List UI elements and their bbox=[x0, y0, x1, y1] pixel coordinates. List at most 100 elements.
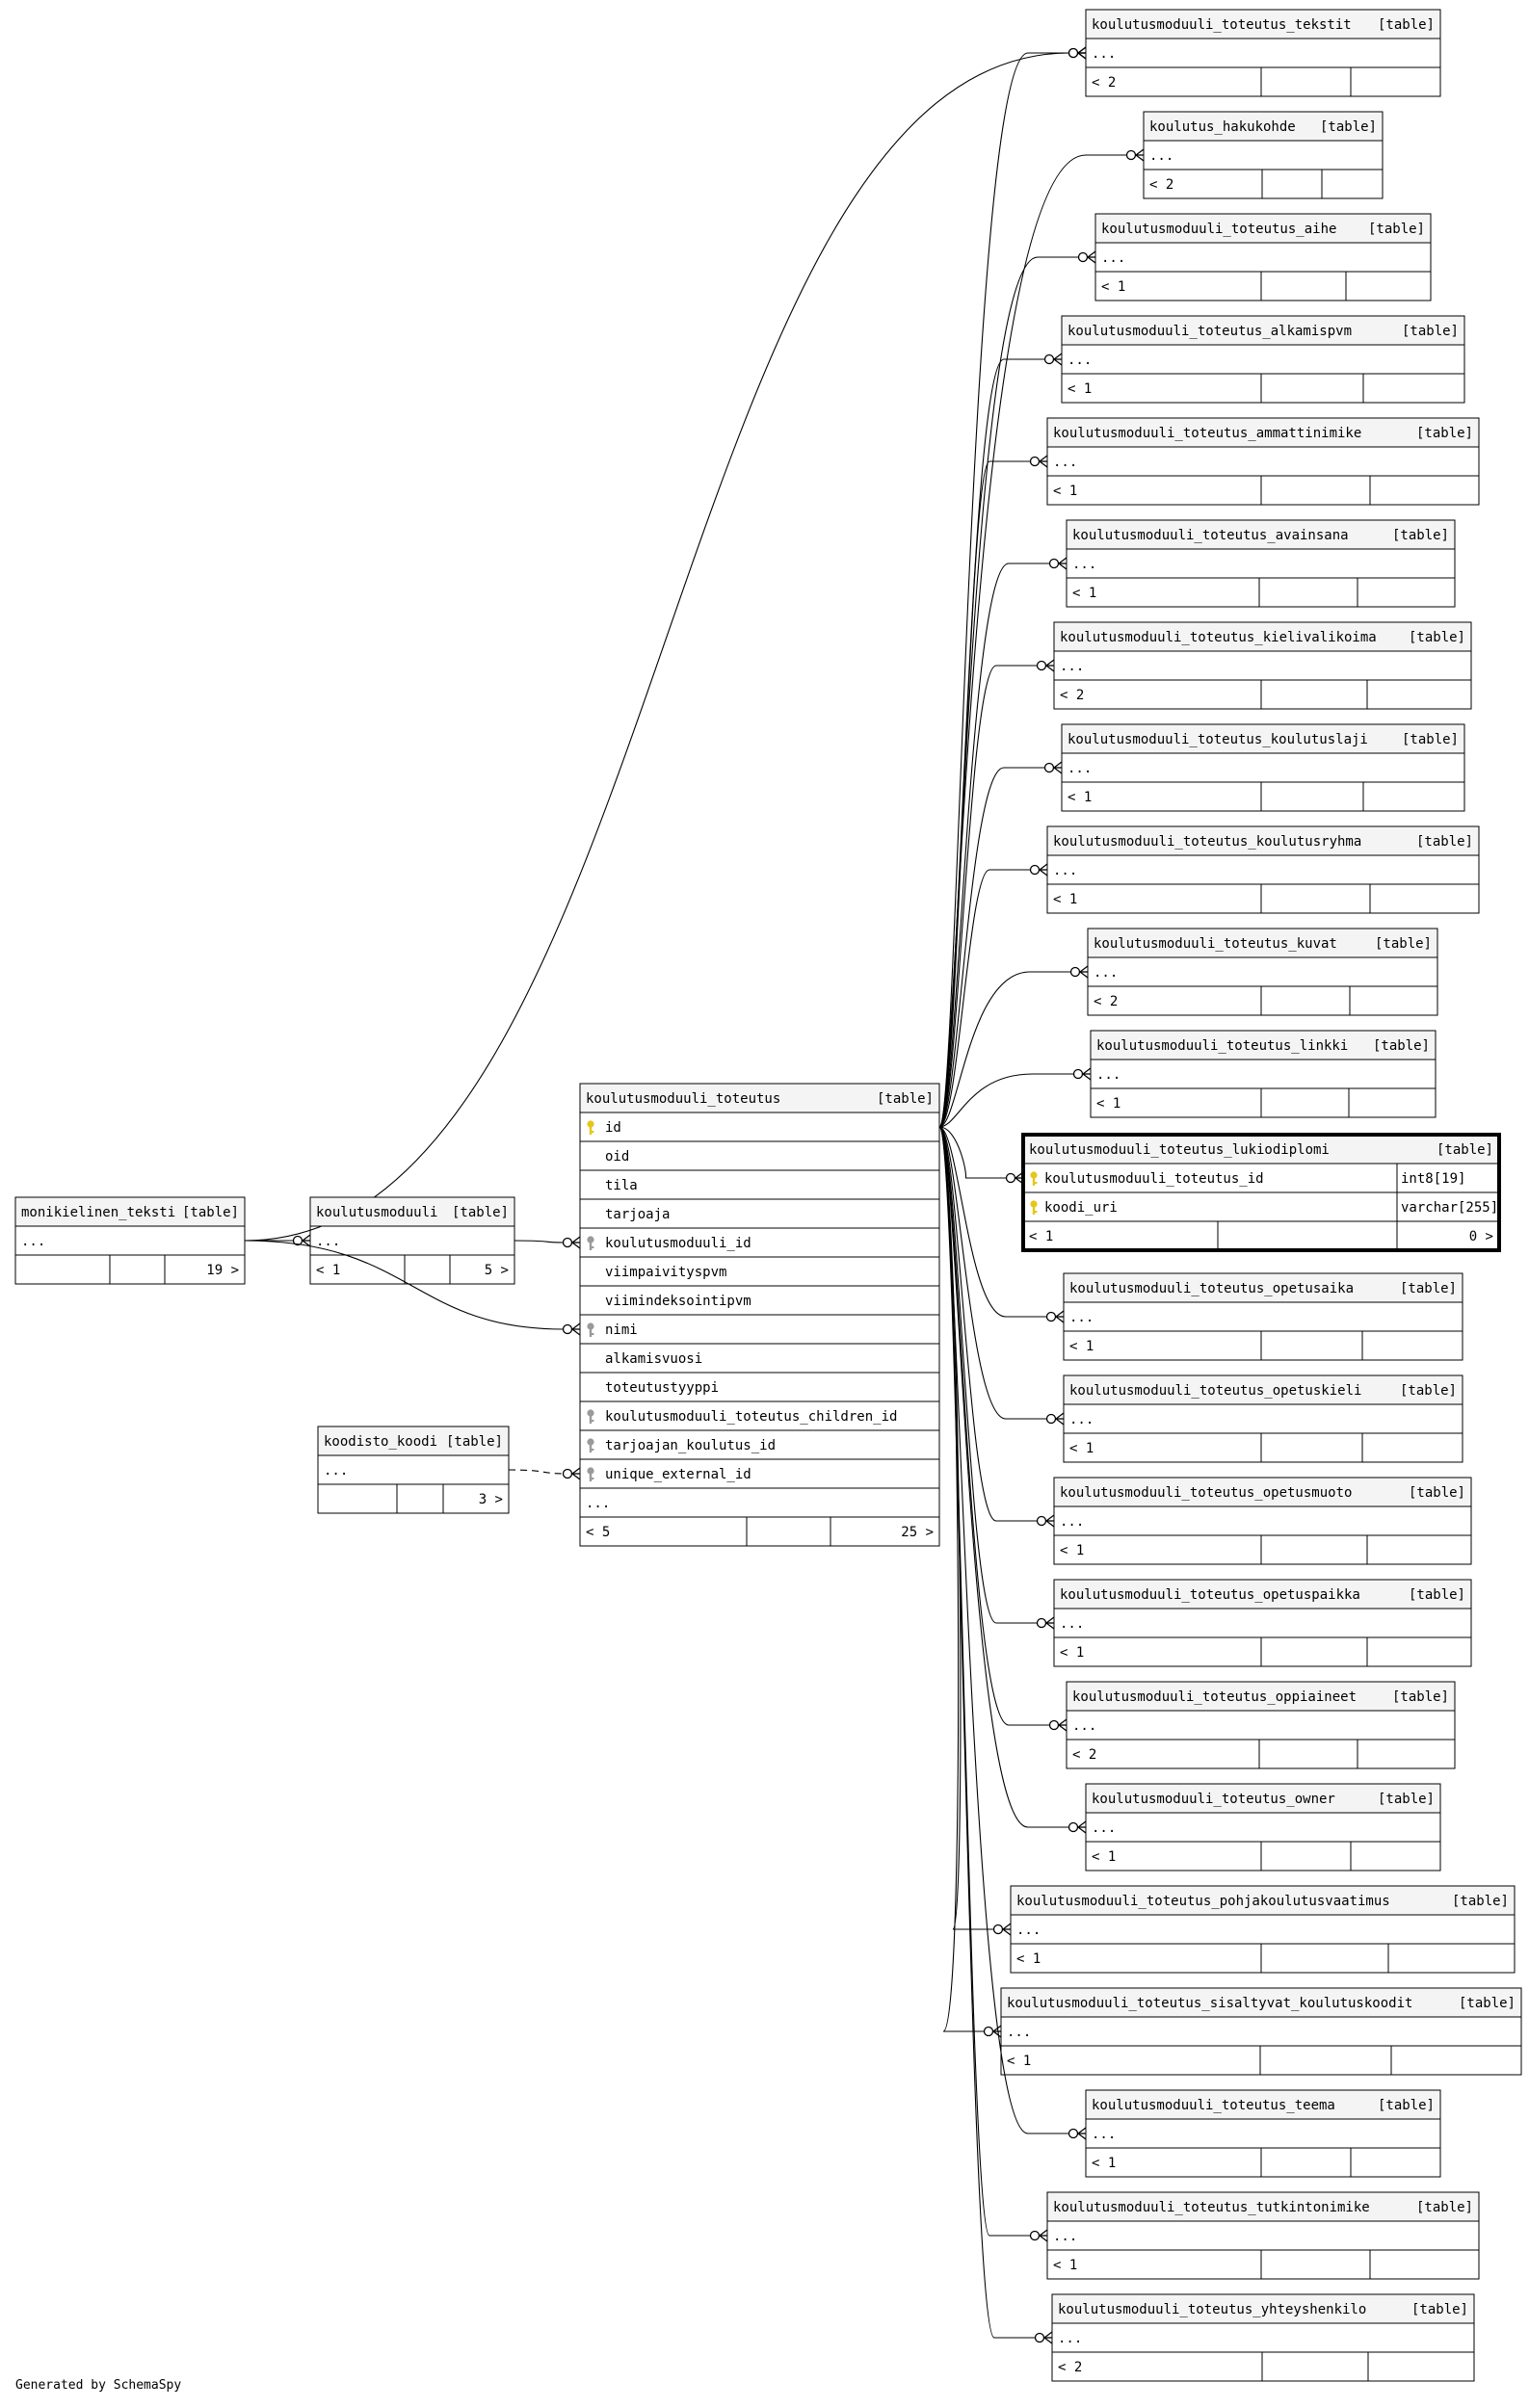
child-count: 25 > bbox=[901, 1525, 934, 1540]
column-name: ... bbox=[1007, 2025, 1031, 2040]
column-name: ... bbox=[1053, 863, 1077, 878]
column-name: tarjoajan_koulutus_id bbox=[605, 1438, 776, 1453]
parent-count: < 1 bbox=[1029, 1229, 1053, 1244]
parent-count: < 2 bbox=[1092, 75, 1116, 91]
table-name: koulutusmoduuli_toteutus_opetuspaikka bbox=[1060, 1587, 1360, 1603]
table-name: koulutusmoduuli_toteutus_koulutusryhma bbox=[1053, 834, 1361, 850]
table-koulutus-hakukohde[interactable]: koulutus_hakukohde[table]...< 2 bbox=[1143, 111, 1384, 199]
table-monikielinen-teksti[interactable]: monikielinen_teksti[table]...19 > bbox=[14, 1196, 246, 1285]
table-koulutusmoduuli-toteutus-opetusaika[interactable]: koulutusmoduuli_toteutus_opetusaika[tabl… bbox=[1063, 1272, 1463, 1361]
table-kind-tag: [table] bbox=[1452, 1894, 1509, 1909]
table-koulutusmoduuli-toteutus-oppiaineet[interactable]: koulutusmoduuli_toteutus_oppiaineet[tabl… bbox=[1066, 1681, 1456, 1769]
relation-monikielinen-teksti-to-t01 bbox=[244, 46, 1087, 1242]
column-name: tila bbox=[605, 1178, 638, 1193]
table-kind-tag: [table] bbox=[1378, 2098, 1435, 2113]
column-name: oid bbox=[605, 1149, 629, 1165]
column-name: ... bbox=[1069, 1310, 1094, 1325]
parent-count: < 1 bbox=[1068, 381, 1092, 397]
child-count: 0 > bbox=[1469, 1229, 1493, 1244]
relation-main-to-t22 bbox=[938, 1126, 1048, 2242]
table-name: koulutusmoduuli_toteutus bbox=[586, 1091, 780, 1107]
table-koulutusmoduuli-toteutus-opetusmuoto[interactable]: koulutusmoduuli_toteutus_opetusmuoto [tab… bbox=[1053, 1477, 1472, 1565]
relation-main-to-t17 bbox=[938, 1126, 1068, 1732]
table-kind-tag: [table] bbox=[446, 1434, 503, 1450]
relation-main-to-t05 bbox=[938, 455, 1048, 1128]
table-koulutusmoduuli-toteutus-sisaltyvat-koulutuskoodit[interactable]: koulutusmoduuli_toteutus_sisaltyvat_koul… bbox=[1000, 1987, 1522, 2076]
table-koulutusmoduuli-toteutus-aihe[interactable]: koulutusmoduuli_toteutus_aihe[table]...<… bbox=[1094, 213, 1432, 301]
column-name: nimi bbox=[605, 1322, 638, 1338]
table-koulutusmoduuli-toteutus-kielivalikoima[interactable]: koulutusmoduuli_toteutus_kielivalikoima [… bbox=[1053, 621, 1472, 710]
table-frame bbox=[1143, 111, 1384, 199]
table-koulutusmoduuli-toteutus-kuvat[interactable]: koulutusmoduuli_toteutus_kuvat[table]...… bbox=[1087, 928, 1438, 1016]
column-name: ... bbox=[1092, 2127, 1116, 2142]
table-name: koulutusmoduuli_toteutus_opetuskieli bbox=[1069, 1383, 1361, 1399]
parent-count: < 1 bbox=[1060, 1543, 1084, 1558]
table-koulutusmoduuli-toteutus-opetuspaikka[interactable]: koulutusmoduuli_toteutus_opetuspaikka[ta… bbox=[1053, 1579, 1472, 1667]
table-koulutusmoduuli-toteutus-tutkintonimike[interactable]: koulutusmoduuli_toteutus_tutkintonimike[… bbox=[1046, 2191, 1480, 2280]
table-frame bbox=[1087, 928, 1438, 1016]
column-name: ... bbox=[1016, 1923, 1041, 1938]
table-name: koulutusmoduuli_toteutus_kielivalikoima bbox=[1060, 630, 1377, 645]
table-kind-tag: [table] bbox=[1409, 630, 1465, 645]
relation-monikielinen-teksti-to-main bbox=[244, 1240, 581, 1336]
table-frame bbox=[1063, 1374, 1463, 1463]
table-frame bbox=[1061, 315, 1465, 404]
table-koulutusmoduuli-toteutus-koulutusryhma[interactable]: koulutusmoduuli_toteutus_koulutusryhma[t… bbox=[1046, 825, 1480, 914]
column-name: ... bbox=[1072, 1718, 1096, 1734]
column-name: viimpaivityspvm bbox=[605, 1265, 726, 1280]
column-name: ... bbox=[1060, 659, 1084, 674]
table-koulutusmoduuli-toteutus-owner[interactable]: koulutusmoduuli_toteutus_owner[table]...… bbox=[1085, 1783, 1441, 1871]
table-koodisto-koodi[interactable]: koodisto_koodi[table]...3 > bbox=[317, 1426, 510, 1514]
parent-count: < 1 bbox=[1092, 2156, 1116, 2171]
table-frame bbox=[309, 1196, 515, 1285]
table-kind-tag: [table] bbox=[1409, 1485, 1465, 1501]
table-name: koodisto_koodi bbox=[324, 1434, 437, 1450]
table-name: koulutusmoduuli_toteutus_opetusmuoto bbox=[1060, 1485, 1352, 1501]
parent-count: < 2 bbox=[1072, 1747, 1096, 1763]
table-kind-tag: [table] bbox=[1402, 732, 1459, 747]
column-type: varchar[255] bbox=[1401, 1200, 1498, 1216]
relation-main-to-t18 bbox=[938, 1126, 1087, 1834]
column-name: koodi_uri bbox=[1044, 1200, 1118, 1216]
column-name: alkamisvuosi bbox=[605, 1351, 702, 1367]
table-koulutusmoduuli-toteutus-tekstit[interactable]: koulutusmoduuli_toteutus_tekstit[table].… bbox=[1085, 9, 1441, 97]
table-koulutusmoduuli-toteutus-teema[interactable]: koulutusmoduuli_toteutus_teema[table]...… bbox=[1085, 2089, 1441, 2178]
column-name: ... bbox=[316, 1234, 340, 1249]
table-frame bbox=[1063, 1272, 1463, 1361]
table-koulutusmoduuli-toteutus-koulutuslaji[interactable]: koulutusmoduuli_toteutus_koulutuslaji[ta… bbox=[1061, 723, 1465, 812]
table-koulutusmoduuli-toteutus[interactable]: koulutusmoduuli_toteutus[table]idoidtila… bbox=[579, 1083, 940, 1547]
table-kind-tag: [table] bbox=[452, 1205, 509, 1220]
parent-count: < 1 bbox=[1101, 279, 1125, 295]
table-name: koulutusmoduuli_toteutus_avainsana bbox=[1072, 528, 1349, 543]
table-koulutusmoduuli-toteutus-ammattinimike[interactable]: koulutusmoduuli_toteutus_ammattinimike[t… bbox=[1046, 417, 1480, 506]
table-kind-tag: [table] bbox=[1378, 1792, 1435, 1807]
table-koulutusmoduuli-toteutus-lukiodiplomi[interactable]: koulutusmoduuli_toteutus_lukiodiplomi[ta… bbox=[1021, 1133, 1501, 1252]
parent-count: < 1 bbox=[1092, 1849, 1116, 1865]
table-koulutusmoduuli-toteutus-avainsana[interactable]: koulutusmoduuli_toteutus_avainsana[table… bbox=[1066, 519, 1456, 608]
table-frame bbox=[1053, 1579, 1472, 1667]
parent-count: < 1 bbox=[1068, 790, 1092, 805]
table-frame bbox=[317, 1426, 510, 1514]
relation-main-to-t04 bbox=[938, 353, 1063, 1128]
column-name: viimindeksointipvm bbox=[605, 1294, 751, 1309]
table-koulutusmoduuli-toteutus-opetuskieli[interactable]: koulutusmoduuli_toteutus_opetuskieli[tab… bbox=[1063, 1374, 1463, 1463]
column-name: ... bbox=[1092, 1820, 1116, 1836]
foreign-key-icon bbox=[587, 1322, 594, 1337]
table-koulutusmoduuli-toteutus-yhteyshenkilo[interactable]: koulutusmoduuli_toteutus_yhteyshenkilo[t… bbox=[1051, 2293, 1475, 2382]
parent-count: < 2 bbox=[1094, 994, 1118, 1009]
table-name: koulutusmoduuli_toteutus_kuvat bbox=[1094, 936, 1337, 952]
relation-main-to-t11 bbox=[938, 1067, 1092, 1128]
table-koulutusmoduuli-toteutus-alkamispvm[interactable]: koulutusmoduuli_toteutus_alkamispvm[tabl… bbox=[1061, 315, 1465, 404]
table-koulutusmoduuli-toteutus-pohjakoulutusvaatimus[interactable]: koulutusmoduuli_toteutus_pohjakoulutusva… bbox=[1010, 1885, 1516, 1974]
table-kind-tag: [table] bbox=[1378, 17, 1435, 33]
primary-key-icon bbox=[587, 1120, 594, 1135]
table-name: koulutusmoduuli bbox=[316, 1205, 437, 1220]
table-name: koulutusmoduuli_toteutus_tutkintonimike bbox=[1053, 2200, 1370, 2215]
column-name: ... bbox=[1096, 1067, 1120, 1083]
table-koulutusmoduuli-toteutus-linkki[interactable]: koulutusmoduuli_toteutus_linkki[table]..… bbox=[1090, 1030, 1437, 1118]
table-kind-tag: [table] bbox=[1459, 1996, 1516, 2011]
relation-main-to-t13 bbox=[938, 1126, 1065, 1323]
column-name: ... bbox=[1060, 1514, 1084, 1530]
table-frame bbox=[1066, 519, 1456, 608]
